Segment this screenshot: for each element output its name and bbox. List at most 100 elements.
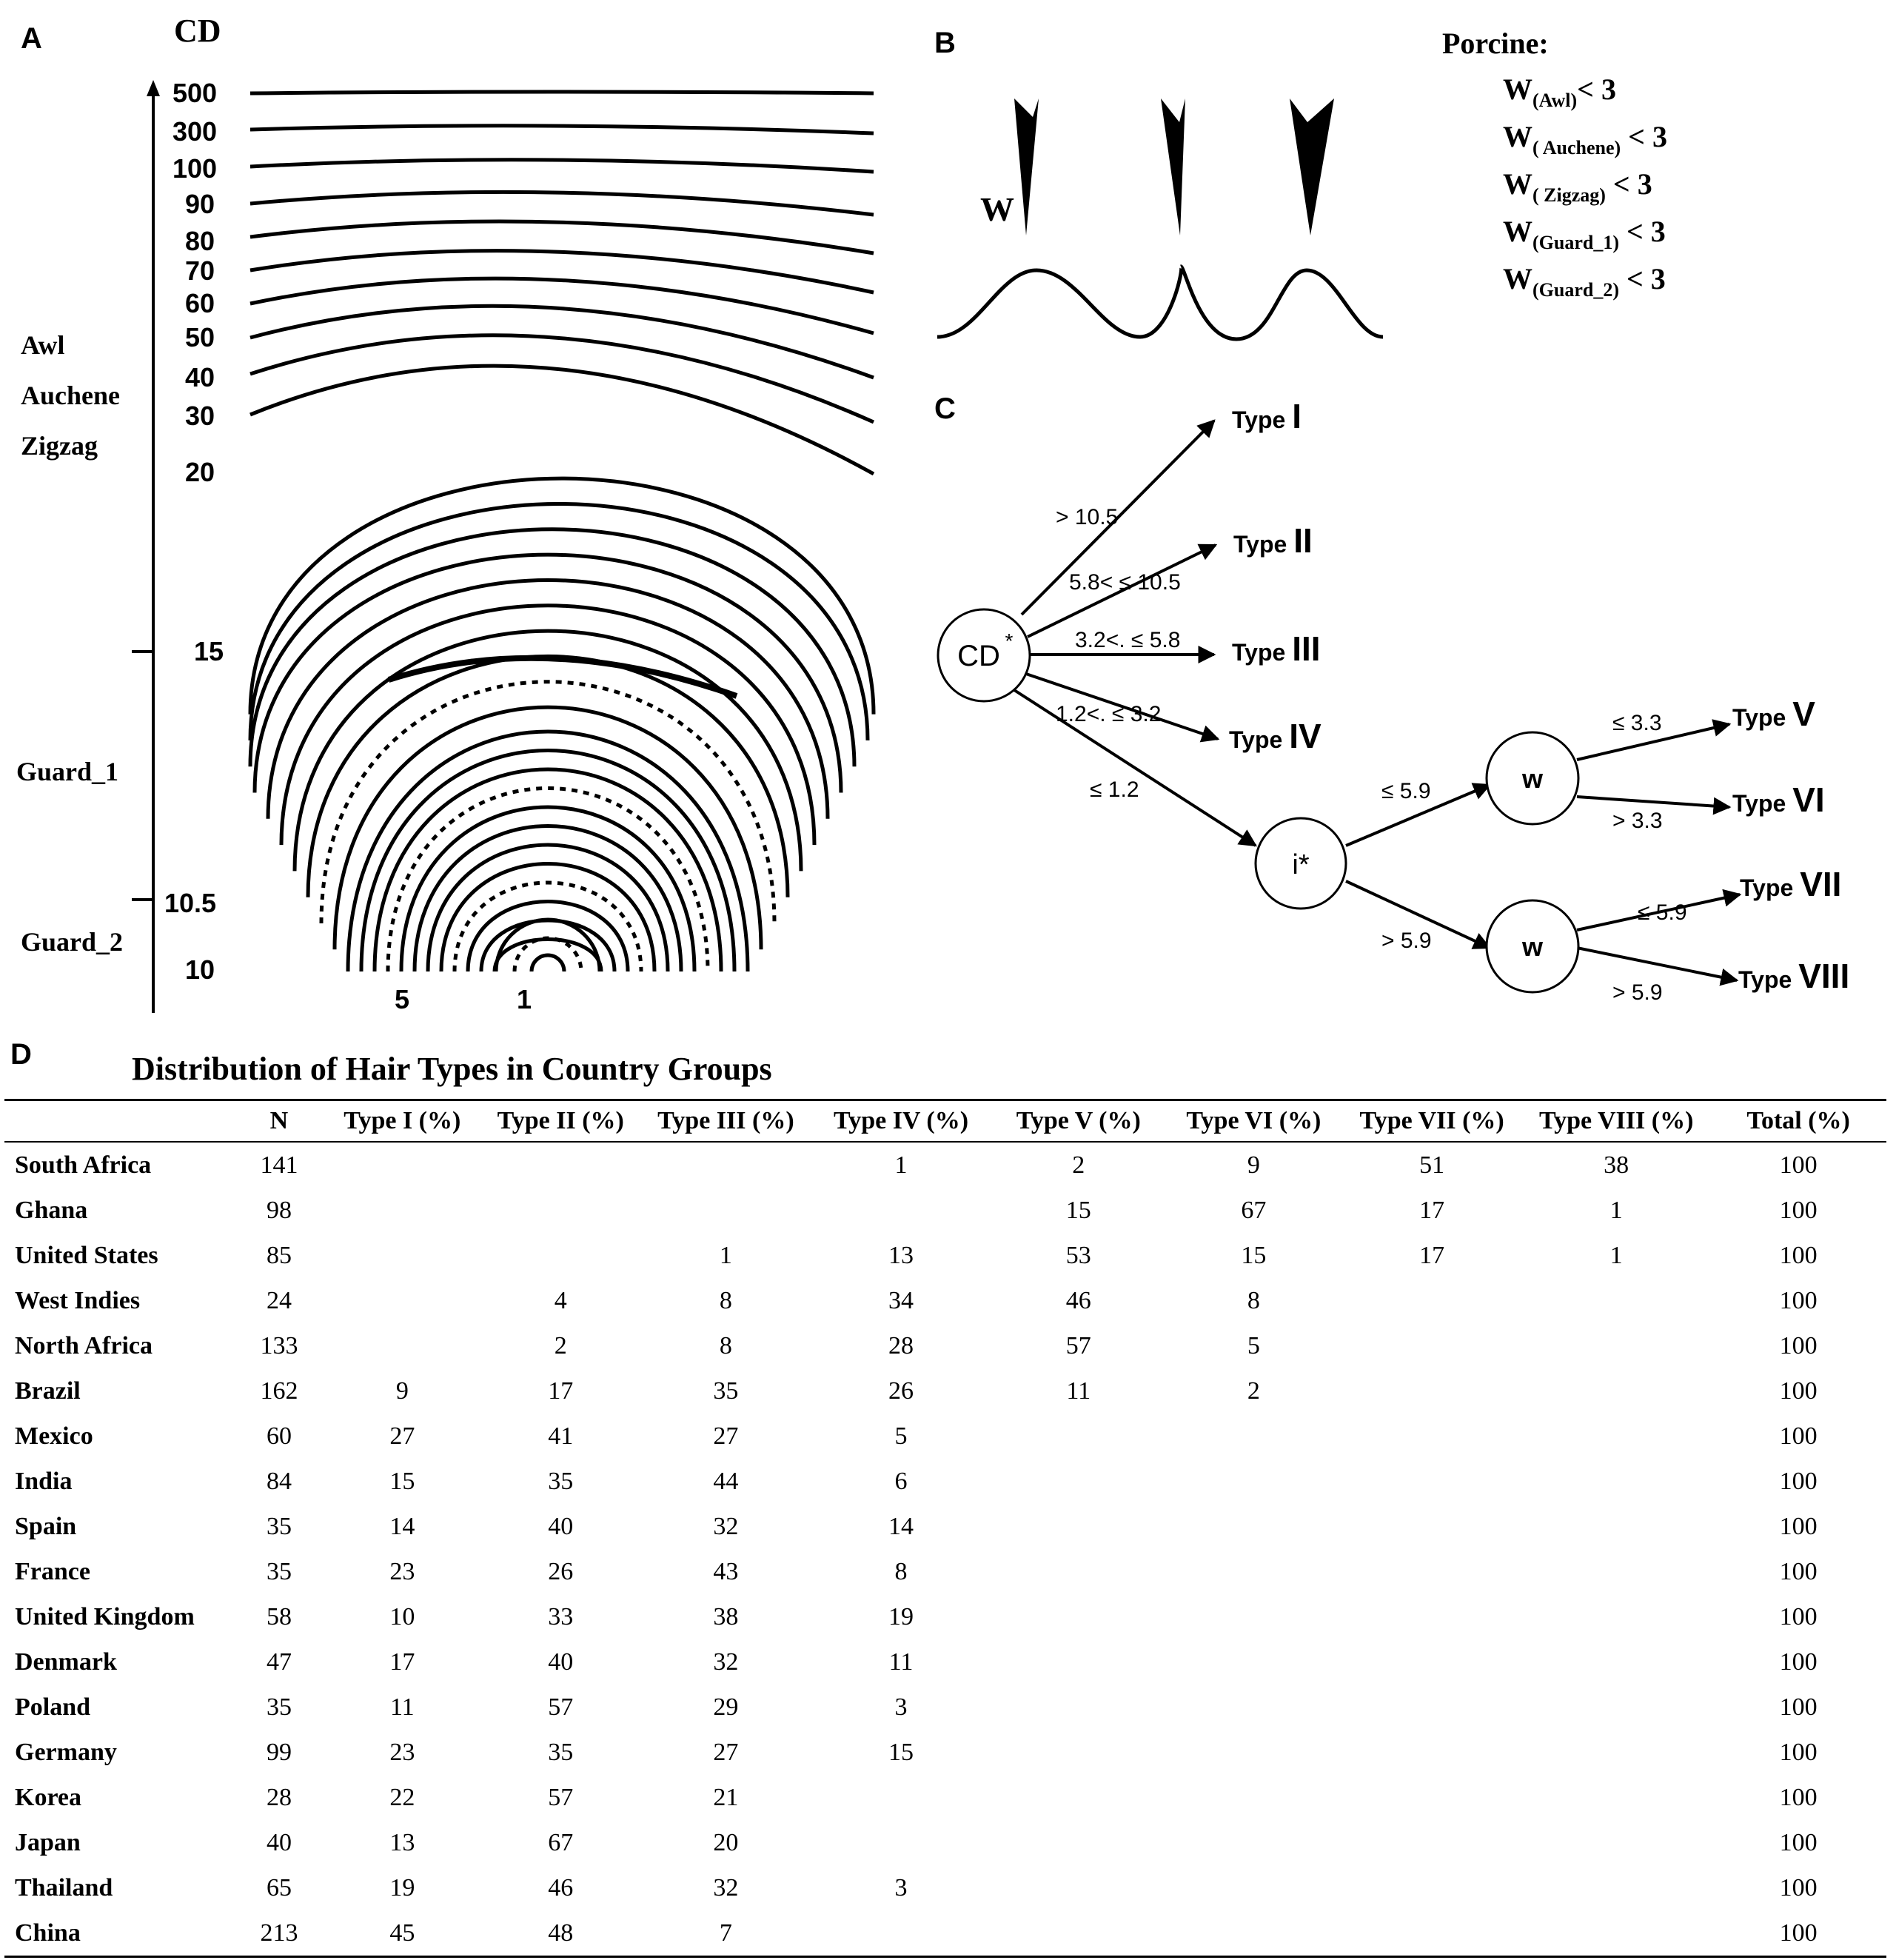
edge-cd-type-iv xyxy=(1025,672,1220,743)
cd-tick-40: 40 xyxy=(185,362,215,392)
table-cell: 99 xyxy=(266,1738,292,1766)
country-cell: Mexico xyxy=(15,1422,93,1450)
node-w-lower-label: w xyxy=(1521,931,1544,962)
country-cell: Germany xyxy=(15,1738,117,1766)
table-cell: 19 xyxy=(888,1602,914,1630)
table-cell xyxy=(1341,1820,1522,1865)
table-cell xyxy=(324,1188,480,1233)
cd-tick-50: 50 xyxy=(185,322,215,352)
edge-label-3-2-5-8: 3.2<. ≤ 5.8 xyxy=(1075,628,1180,652)
table-cell: 3 xyxy=(894,1873,908,1902)
category-label-guard-2: Guard_2 xyxy=(21,927,123,957)
table-cell: 44 xyxy=(713,1467,739,1495)
table-cell xyxy=(1522,1594,1710,1639)
table-cell xyxy=(991,1459,1166,1504)
category-label-auchene: Auchene xyxy=(21,381,120,410)
table-cell xyxy=(324,1142,480,1188)
cd-axis-arrowhead xyxy=(147,80,160,96)
table-cell: 26 xyxy=(548,1557,574,1585)
table-cell: 8 xyxy=(719,1286,732,1314)
table-cell: 60 xyxy=(266,1422,292,1450)
edge-w2-type-vii xyxy=(1576,889,1742,931)
table-header-5: Type IV (%) xyxy=(811,1099,991,1143)
table-cell xyxy=(1522,1323,1710,1368)
table-cell: 15 xyxy=(1065,1196,1091,1224)
table-cell xyxy=(811,1910,991,1958)
table-cell xyxy=(1341,1639,1522,1685)
table-cell: 100 xyxy=(1779,1241,1818,1269)
table-cell xyxy=(991,1820,1166,1865)
table-cell: 35 xyxy=(266,1693,292,1721)
classification-tree: CD * i* w w > 10.5 5.8< ≤ 10.5 3.2<. ≤ 5… xyxy=(937,397,1849,1005)
country-cell: Spain xyxy=(15,1512,77,1540)
table-cell: 22 xyxy=(389,1783,415,1811)
table-cell: 17 xyxy=(389,1648,415,1676)
cd-tick-500: 500 xyxy=(172,78,217,108)
edge-w2-type-viii xyxy=(1576,946,1739,986)
porcine-rule-2: W( Auchene) < 3 xyxy=(1503,120,1667,158)
table-cell xyxy=(1166,1459,1342,1504)
table-cell: 1 xyxy=(1609,1241,1623,1269)
country-cell: United States xyxy=(15,1241,158,1269)
table-cell xyxy=(1341,1549,1522,1594)
table-cell: 40 xyxy=(548,1648,574,1676)
node-cd xyxy=(937,608,1031,703)
table-cell: 3 xyxy=(894,1693,908,1721)
table-cell: 32 xyxy=(713,1873,739,1902)
table-cell: 26 xyxy=(888,1377,914,1405)
hair-wave-line xyxy=(937,264,1384,341)
edge-label-gt-5-9-a: > 5.9 xyxy=(1381,929,1432,953)
cd-tick-300: 300 xyxy=(172,116,217,147)
table-cell xyxy=(991,1730,1166,1775)
table-cell xyxy=(480,1233,641,1278)
edge-label-1-2-3-2: 1.2<. ≤ 3.2 xyxy=(1056,702,1161,726)
table-header-country xyxy=(4,1099,234,1143)
table-cell xyxy=(1341,1865,1522,1910)
node-i-label: i* xyxy=(1292,849,1309,880)
table-cell: 34 xyxy=(888,1286,914,1314)
curvature-diagram: CD 500 300 100 90 80 70 60 50 40 30 20 1… xyxy=(16,13,876,1014)
table-header-4: Type III (%) xyxy=(640,1099,811,1143)
table-cell: 13 xyxy=(389,1828,415,1856)
table-cell: 29 xyxy=(713,1693,739,1721)
table-header-1: N xyxy=(234,1099,324,1143)
w-label: W xyxy=(980,190,1014,228)
table-cell: 45 xyxy=(324,1910,480,1958)
table-cell xyxy=(480,1142,641,1188)
table-cell: 24 xyxy=(266,1286,292,1314)
table-cell xyxy=(1522,1278,1710,1323)
panel-label-a: A xyxy=(21,22,42,55)
table-cell: 38 xyxy=(713,1602,739,1630)
table-cell xyxy=(811,1188,991,1233)
table-cell: 32 xyxy=(713,1512,739,1540)
cd-bottom-label-1: 1 xyxy=(517,984,532,1014)
table-cell xyxy=(1165,1910,1342,1958)
table-cell xyxy=(1341,1910,1523,1958)
edge-label-gt-10-5: > 10.5 xyxy=(1056,505,1118,529)
edge-i-w1 xyxy=(1345,783,1492,847)
edge-label-le-5-9-a: ≤ 5.9 xyxy=(1381,779,1431,803)
edge-i-w2 xyxy=(1345,880,1492,949)
table-cell: 2 xyxy=(1072,1151,1085,1179)
table-cell xyxy=(1341,1685,1522,1730)
table-cell: 15 xyxy=(389,1467,415,1495)
cd-tick-90: 90 xyxy=(185,189,215,219)
w-arrow-2-icon xyxy=(1161,98,1185,235)
table-cell: 100 xyxy=(1779,1512,1818,1540)
country-cell: United Kingdom xyxy=(15,1602,195,1630)
type-label-7: Type VII xyxy=(1740,865,1841,903)
node-cd-star: * xyxy=(1005,629,1014,652)
country-cell: Japan xyxy=(15,1828,81,1856)
category-label-guard-1: Guard_1 xyxy=(16,757,118,786)
table-cell xyxy=(1522,1730,1710,1775)
table-cell: 100 xyxy=(1779,1738,1818,1766)
table-cell xyxy=(991,1775,1166,1820)
table-cell xyxy=(1166,1820,1342,1865)
curvature-curves xyxy=(248,90,876,972)
